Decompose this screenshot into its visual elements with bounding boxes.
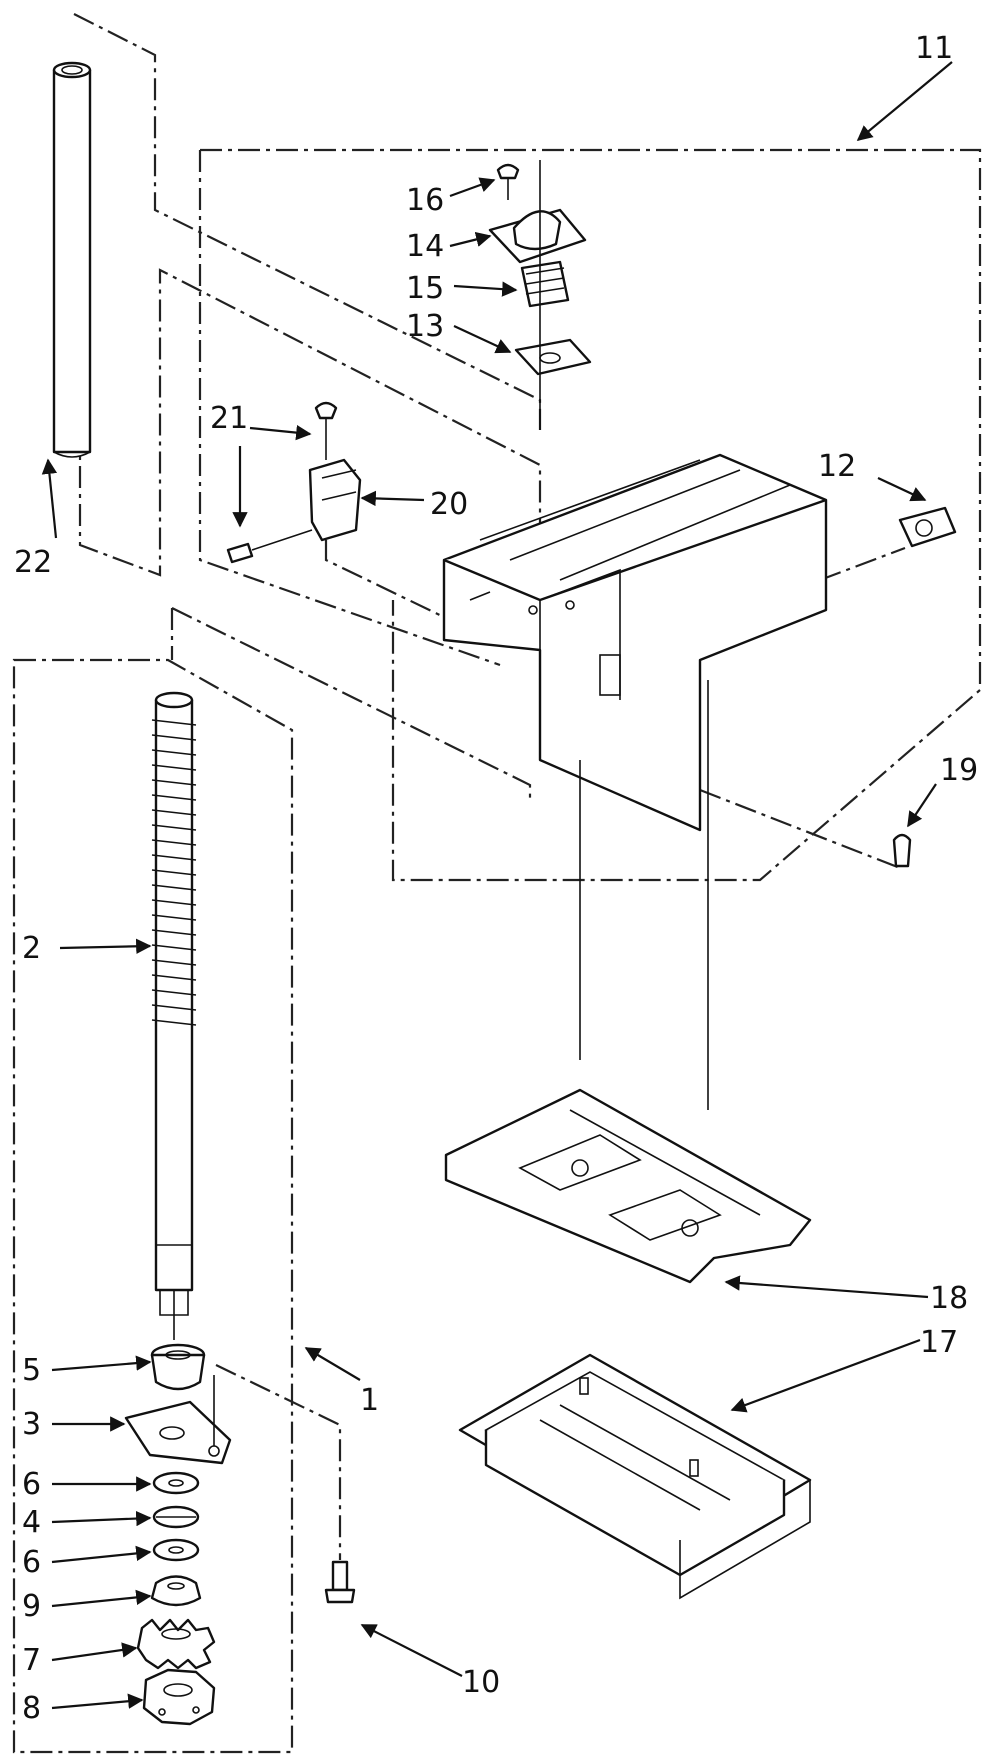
tube-22-outline [73,13,542,577]
main-housing [442,453,828,1110]
callout-4: 4 [22,1505,41,1540]
callout-14: 14 [406,229,444,264]
callout-1: 1 [360,1383,379,1418]
callout-22: 22 [14,545,52,580]
callout-17: 17 [920,1325,958,1360]
part-5-bushing [150,1343,206,1391]
callout-6b: 6 [22,1545,41,1580]
callout-5: 5 [22,1353,41,1388]
callout-9: 9 [22,1589,41,1624]
part-20-line [324,540,451,621]
part-19-line [699,788,901,870]
part-3-plate [124,1375,232,1465]
callout-12: 12 [818,449,856,484]
callout-8: 8 [22,1691,41,1726]
callout-7: 7 [22,1643,41,1678]
shaft-connector-outline [170,607,532,800]
part-7-sprocket [136,1618,216,1670]
part-20-21-bracket [226,401,362,564]
motor-stack [488,160,592,430]
part-2-shaft [151,691,197,1340]
part-17-tray [458,1353,812,1600]
part-10-screw [324,1560,356,1604]
callout-13: 13 [406,309,444,344]
callout-15: 15 [406,271,444,306]
callout-3: 3 [22,1407,41,1442]
callout-10: 10 [462,1665,500,1700]
assembly-1-outline [12,658,294,1754]
part-12-clip [898,506,957,548]
callout-16: 16 [406,183,444,218]
callout-labels: 11 16 14 15 13 21 20 12 22 19 2 1 18 17 … [14,31,978,1726]
washer-stack [150,1471,202,1607]
leader-arrows [41,61,953,1710]
part-22-tube [52,61,92,458]
callout-18: 18 [930,1281,968,1316]
part-12-line [819,546,906,582]
callout-6a: 6 [22,1467,41,1502]
callout-21: 21 [210,401,248,436]
callout-2: 2 [22,931,41,966]
part-18-gasket [444,1088,812,1284]
callout-19: 19 [940,753,978,788]
part-8-nut [142,1668,216,1726]
part-10-line [215,1364,342,1560]
part-19-pin [892,833,912,868]
callout-11: 11 [915,31,953,66]
callout-20: 20 [430,487,468,522]
assembly-11-outline [198,148,982,882]
